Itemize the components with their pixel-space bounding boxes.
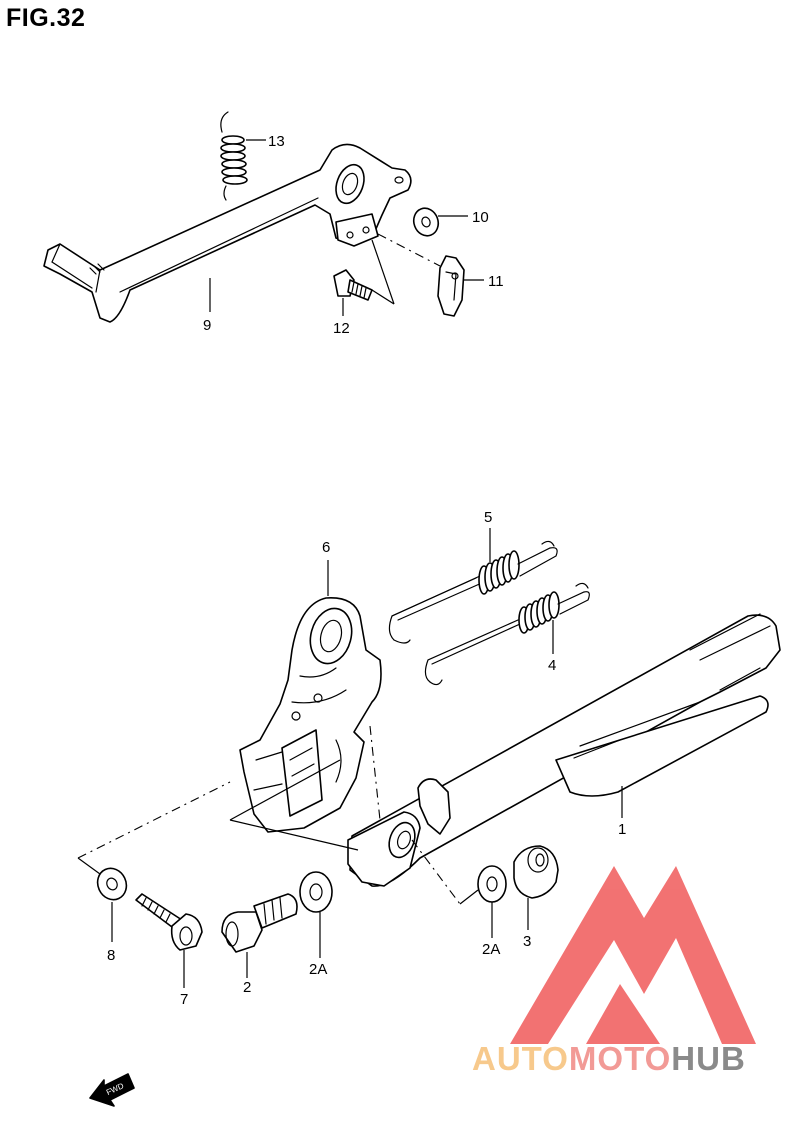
washer-2A-left (299, 871, 333, 958)
callout-12: 12 (333, 320, 350, 337)
leader-bracket-b (229, 759, 341, 821)
fwd-arrow-icon: FWD (89, 1073, 135, 1107)
nut-3 (513, 845, 559, 930)
bolt-12 (333, 269, 373, 316)
leader-11-dash (377, 233, 441, 267)
callout-6: 6 (322, 539, 330, 556)
leader-12-b (371, 289, 395, 305)
pivot-bolt-2 (221, 893, 298, 978)
bolt-7 (135, 893, 203, 988)
callout-10: 10 (472, 209, 489, 226)
side-stand-1 (347, 613, 781, 887)
callout-2: 2 (243, 979, 251, 996)
return-spring-13 (220, 111, 266, 201)
callout-4: 4 (548, 657, 556, 674)
leader-8-dash (77, 781, 231, 859)
leader-8 (77, 857, 101, 875)
leader-2A (459, 889, 479, 905)
brake-pedal-arm (43, 143, 412, 323)
automotohub-logo-icon (510, 866, 756, 1044)
watermark-moto: MOTO (568, 1040, 672, 1077)
watermark-text: AUTOMOTOHUB (472, 1040, 746, 1078)
watermark-hub: HUB (671, 1040, 746, 1077)
leader-6-dash (369, 725, 381, 821)
leader-2A-dash (411, 839, 461, 905)
callout-2A-left: 2A (309, 961, 327, 978)
callout-11: 11 (488, 273, 504, 290)
callout-9: 9 (203, 317, 211, 334)
clip-11 (437, 255, 484, 317)
callout-1: 1 (618, 821, 626, 838)
callout-7: 7 (180, 991, 188, 1008)
callout-8: 8 (107, 947, 115, 964)
washer-2A-right (477, 865, 507, 938)
figure-title: FIG.32 (6, 4, 86, 32)
stand-bracket-6 (239, 560, 382, 833)
callout-2A-right: 2A (482, 941, 500, 958)
spring-5 (388, 528, 558, 644)
leader-bracket (229, 819, 359, 851)
callout-5: 5 (484, 509, 492, 526)
washer-10 (412, 207, 468, 237)
callout-13: 13 (268, 133, 285, 150)
callout-3: 3 (523, 933, 531, 950)
washer-8 (96, 867, 128, 942)
spring-4 (424, 582, 590, 686)
watermark-auto: AUTO (472, 1040, 569, 1077)
leader-12-a (371, 239, 395, 305)
